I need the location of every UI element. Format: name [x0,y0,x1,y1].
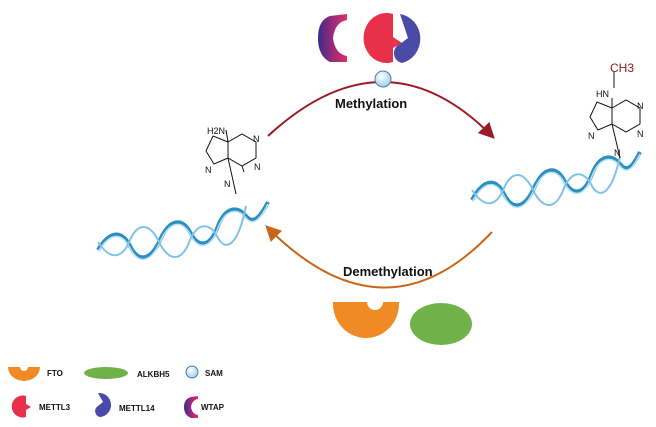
alkbh5-icon [84,367,128,379]
ring-atom-n1: N [253,134,260,144]
rna-strand-left [96,201,270,260]
legend-label-wtap: WTAP [201,403,225,412]
amino-group-label: H2N [207,126,225,136]
mettl3-icon [11,395,31,418]
legend-label-sam: SAM [205,369,223,378]
ring-atom-n3-right: N [588,131,595,141]
demethylation-label: Demethylation [343,264,433,279]
ring-atom-n2: N [254,162,261,172]
methyladenine-molecule [589,72,641,159]
ring-atom-n1-right: N [637,101,644,111]
legend-label-alkbh5: ALKBH5 [137,370,170,379]
demethylation-arrow [265,225,493,289]
methyl-group-label: CH3 [610,61,634,75]
ring-atom-n4: N [224,179,231,189]
rna-strand-right [470,151,642,208]
legend: FTO ALKBH5 SAM METTL3 METTL14 WTAP [8,365,225,418]
sam-molecule [374,70,392,88]
fto-icon [8,367,40,381]
adenine-molecule [205,129,257,195]
legend-label-fto: FTO [47,369,63,378]
ring-atom-n2-right: N [637,129,644,139]
mettl14-enzyme [393,14,421,63]
wtap-enzyme [318,14,347,62]
mettl3-enzyme [363,12,402,64]
ring-atom-n3: N [205,165,212,175]
fto-enzyme [333,302,399,338]
legend-label-mettl14: METTL14 [119,404,155,413]
ring-atom-n4-right: N [614,148,621,158]
alkbh5-enzyme [410,303,472,345]
wtap-icon [184,396,198,418]
amine-label: HN [596,89,609,99]
mettl14-icon [95,392,112,417]
legend-label-mettl3: METTL3 [39,403,71,412]
methylation-label: Methylation [335,96,407,111]
sam-icon [185,365,199,379]
